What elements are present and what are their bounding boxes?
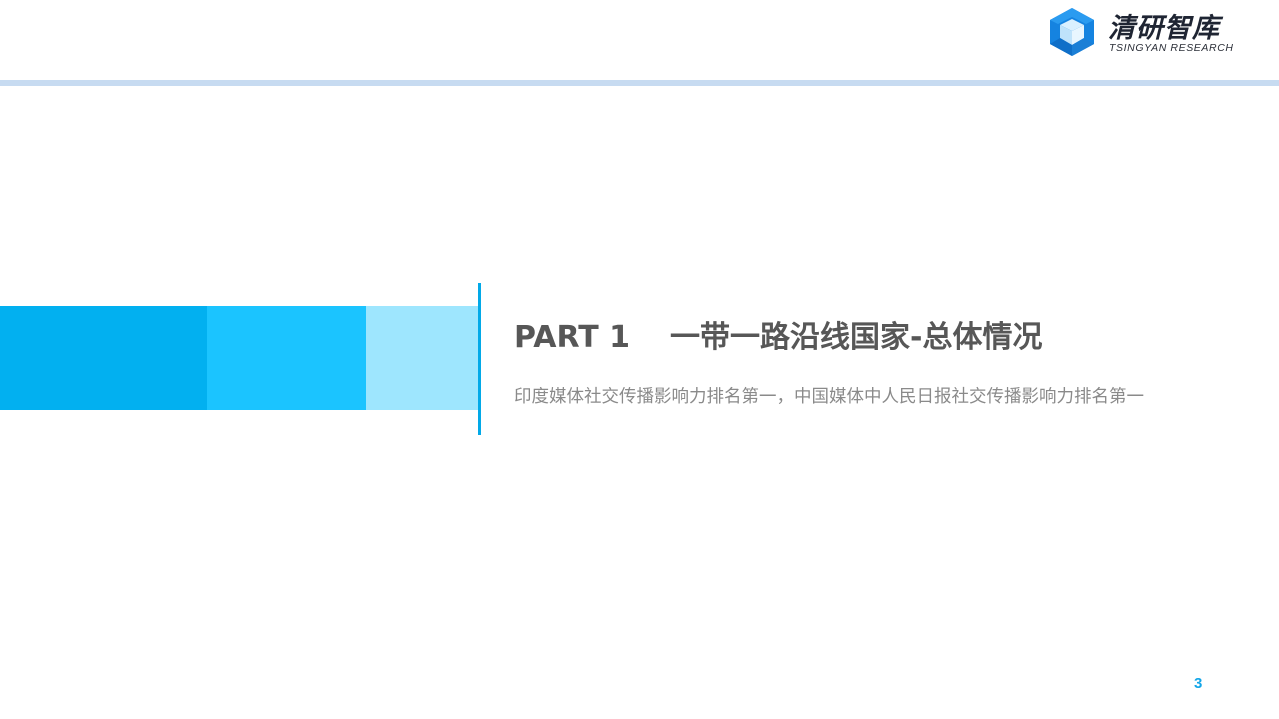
vertical-divider xyxy=(478,283,481,435)
section-title-text: 一带一路沿线国家-总体情况 xyxy=(670,320,1043,355)
brand-logo: 清研智库 TSINGYAN RESEARCH xyxy=(1048,7,1253,59)
decor-bar-dark xyxy=(0,306,207,410)
decor-bar-light xyxy=(366,306,479,410)
decor-bar-mid xyxy=(207,306,366,410)
logo-name-en: TSINGYAN RESEARCH xyxy=(1109,42,1234,54)
cube-logo-icon xyxy=(1050,8,1094,56)
section-subtitle: 印度媒体社交传播影响力排名第一，中国媒体中人民日报社交传播影响力排名第一 xyxy=(514,387,1144,407)
logo-name-cn: 清研智库 xyxy=(1108,13,1220,44)
section-title: PART 1 一带一路沿线国家-总体情况 xyxy=(514,318,1042,358)
part-label: PART 1 xyxy=(514,320,630,355)
page-number: 3 xyxy=(1194,675,1203,692)
header-rule xyxy=(0,80,1279,86)
